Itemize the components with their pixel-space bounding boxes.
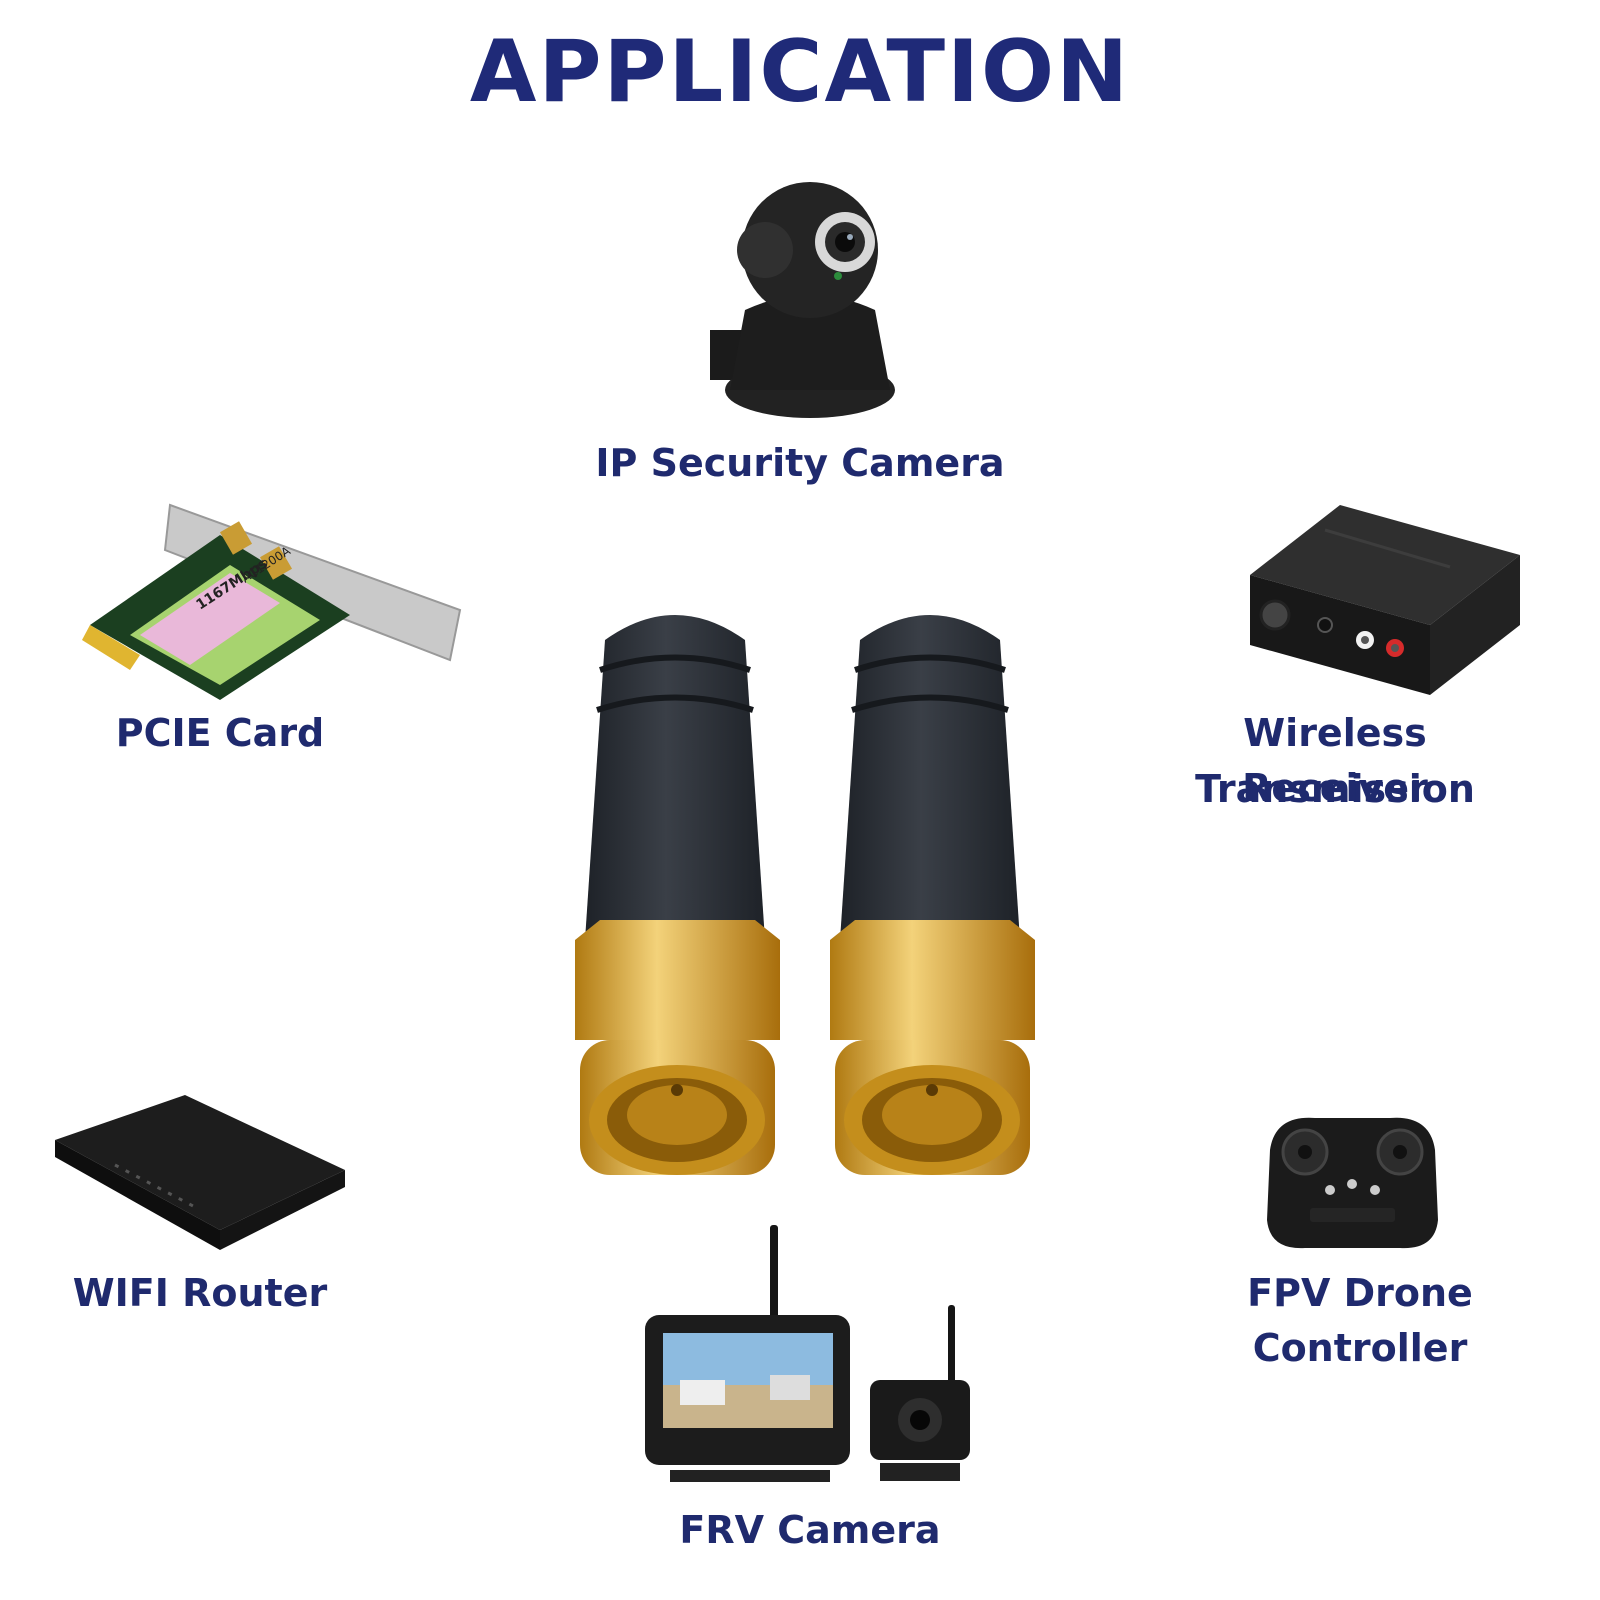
drone-controller-label-line1: FPV Drone: [1247, 1271, 1473, 1315]
frv-camera-label: FRV Camera: [679, 1508, 941, 1552]
ip-camera-image: [710, 182, 895, 418]
drone-controller-image: [1267, 1117, 1438, 1249]
wifi-router-image: [55, 1095, 345, 1250]
wireless-receiver-label-line2: Receiver: [1242, 766, 1428, 810]
wifi-router-label: WIFI Router: [72, 1271, 328, 1315]
wireless-receiver-label-line1: Wireless Transmission: [1195, 711, 1475, 811]
wireless-receiver-image: [1250, 505, 1520, 695]
antenna-right: [830, 615, 1035, 1175]
frv-camera-image: [645, 1225, 970, 1482]
ip-camera-label: IP Security Camera: [595, 441, 1005, 485]
pcie-card-image: 1167Mbps AC1200A: [82, 503, 462, 700]
page-title: APPLICATION: [469, 22, 1131, 122]
antenna-pair-image: [575, 615, 1035, 1175]
antenna-left: [575, 615, 780, 1175]
pcie-card-label: PCIE Card: [115, 711, 325, 755]
drone-controller-label-line2: Controller: [1252, 1326, 1468, 1370]
